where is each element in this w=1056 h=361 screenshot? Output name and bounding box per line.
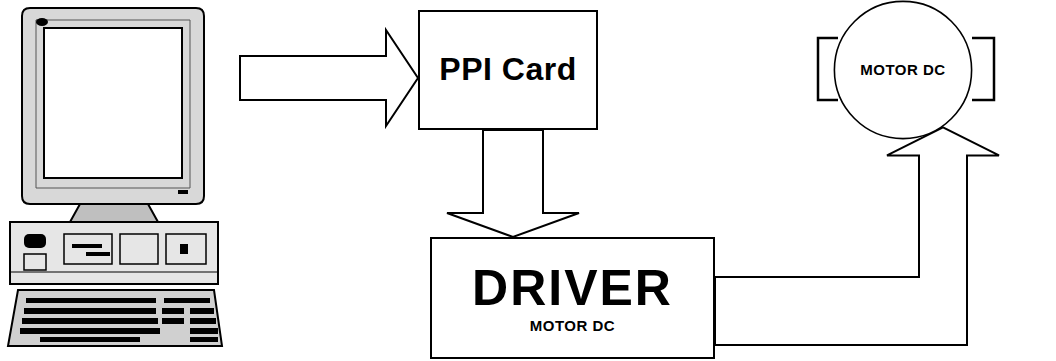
- block-arrow: [447, 130, 579, 237]
- driver-box: DRIVER MOTOR DC: [430, 237, 715, 359]
- node-title: PPI Card: [439, 53, 576, 87]
- block-arrow: [715, 127, 999, 345]
- node-title: DRIVER: [472, 262, 673, 315]
- motor-circle: MOTOR DC: [833, 0, 973, 140]
- interface-card-box: PPI Card: [418, 10, 598, 130]
- node-subtitle: MOTOR DC: [530, 318, 615, 334]
- node-title: MOTOR DC: [860, 62, 945, 78]
